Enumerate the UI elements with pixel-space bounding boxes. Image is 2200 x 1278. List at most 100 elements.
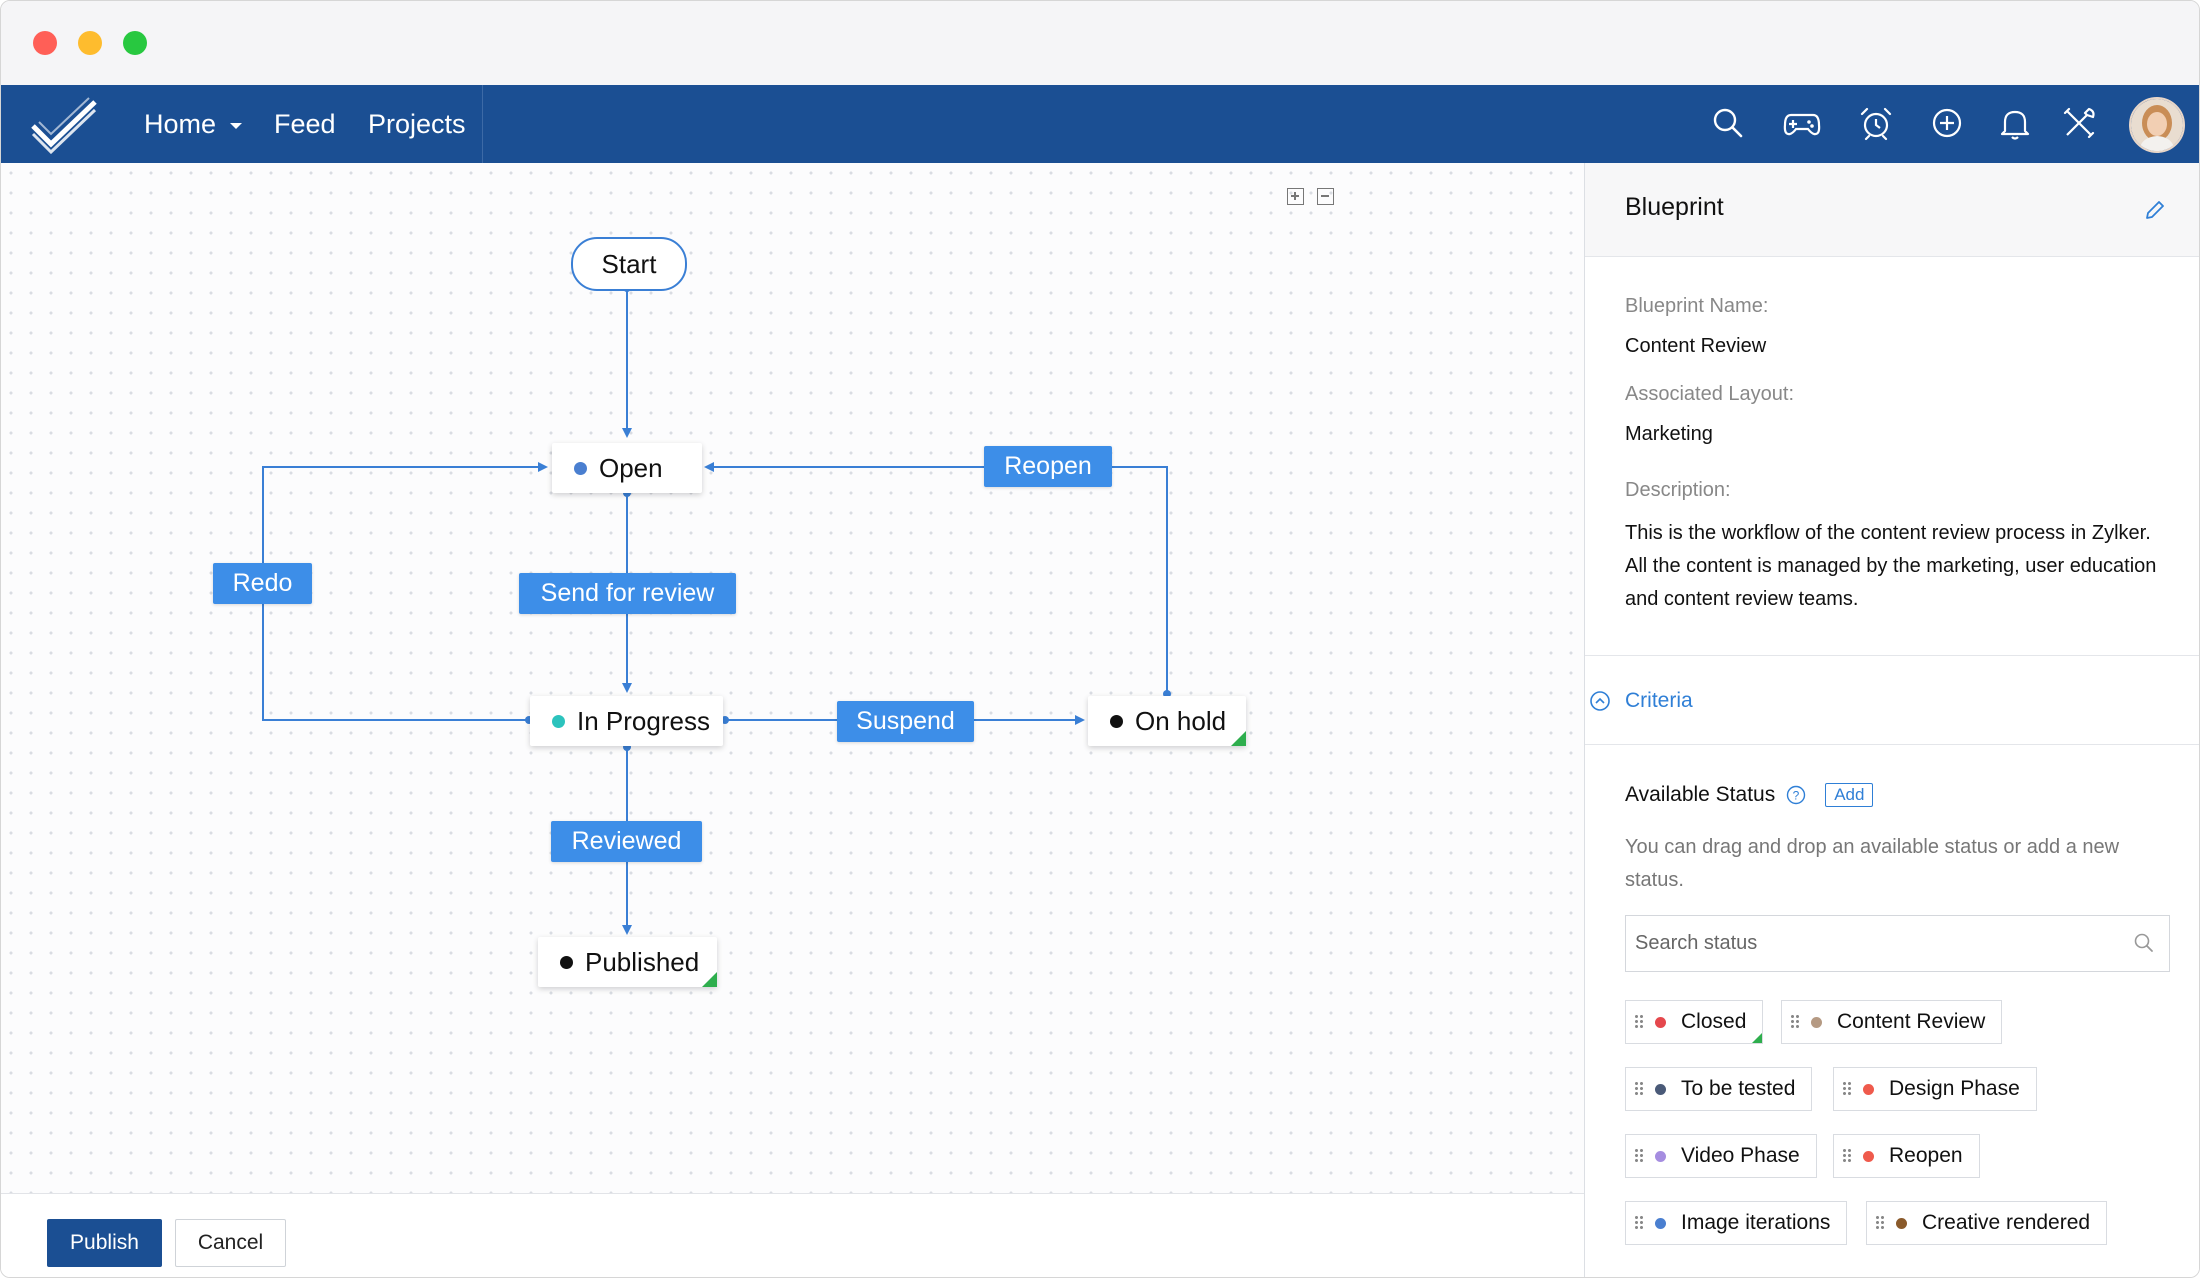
- end-state-flag: [1231, 731, 1246, 746]
- status-chip-label: Content Review: [1837, 1010, 1986, 1033]
- node-start[interactable]: Start: [571, 237, 687, 291]
- status-hint: You can drag and drop an available statu…: [1625, 836, 2120, 891]
- status-chip-label: To be tested: [1681, 1077, 1796, 1100]
- associated-layout-value: Marketing: [1625, 423, 1713, 445]
- status-chip-label: Closed: [1681, 1010, 1747, 1033]
- status-chip-label: Image iterations: [1681, 1211, 1831, 1234]
- search-icon[interactable]: [1708, 103, 1748, 143]
- blueprint-name-value: Content Review: [1625, 335, 1767, 357]
- panel-header: Blueprint: [1585, 163, 2199, 257]
- search-icon[interactable]: [2133, 932, 2155, 954]
- zoom-out-icon[interactable]: [1317, 188, 1334, 205]
- drag-handle-icon[interactable]: [1634, 1014, 1644, 1030]
- status-dot: [1655, 1217, 1666, 1229]
- bell-icon[interactable]: [1995, 103, 2035, 143]
- available-status-heading: Available Status ? Add: [1625, 783, 1874, 807]
- alarm-clock-icon[interactable]: [1856, 103, 1896, 143]
- add-circle-icon[interactable]: [1927, 103, 1967, 143]
- edit-pencil-icon[interactable]: [2143, 198, 2167, 222]
- publish-button[interactable]: Publish: [47, 1219, 162, 1267]
- drag-handle-icon[interactable]: [1634, 1081, 1644, 1097]
- transition-reopen[interactable]: Reopen: [984, 446, 1112, 487]
- end-state-flag: [1752, 1033, 1763, 1043]
- status-chip[interactable]: Content Review: [1781, 1000, 2003, 1044]
- search-status-input[interactable]: [1626, 916, 2117, 970]
- user-avatar[interactable]: [2129, 97, 2185, 153]
- transition-suspend[interactable]: Suspend: [837, 701, 974, 742]
- tools-icon[interactable]: [2059, 103, 2099, 143]
- transition-send-for-review[interactable]: Send for review: [519, 573, 736, 614]
- status-chip-label: Design Phase: [1889, 1077, 2020, 1100]
- divider: [1585, 744, 2199, 745]
- status-chip-label: Creative rendered: [1922, 1211, 2091, 1234]
- criteria-label: Criteria: [1625, 689, 1693, 712]
- status-chip[interactable]: Reopen: [1833, 1134, 1980, 1178]
- status-chip[interactable]: To be tested: [1625, 1067, 1813, 1111]
- status-dot: [560, 955, 573, 969]
- title-bar: [1, 1, 2199, 85]
- user-avatar-image: [2131, 99, 2183, 151]
- cancel-button[interactable]: Cancel: [175, 1219, 286, 1267]
- nav-divider: [482, 85, 483, 163]
- drag-handle-icon[interactable]: [1842, 1081, 1852, 1097]
- divider: [1585, 655, 2199, 656]
- status-dot: [1863, 1083, 1874, 1095]
- status-dot: [552, 714, 565, 728]
- node-on-hold[interactable]: On hold: [1088, 696, 1246, 746]
- search-status-field[interactable]: [1625, 915, 2170, 972]
- status-dot: [1811, 1016, 1822, 1028]
- criteria-toggle[interactable]: Criteria: [1589, 687, 1693, 715]
- status-dot: [1655, 1083, 1666, 1095]
- available-status-label: Available Status: [1625, 783, 1776, 806]
- node-published-label: Published: [585, 946, 700, 977]
- blueprint-canvas[interactable]: Start Open In Progress On hold Published…: [1, 163, 1584, 1193]
- nav-feed[interactable]: Feed: [274, 109, 336, 139]
- node-in-progress-label: In Progress: [577, 705, 710, 736]
- svg-text:?: ?: [1793, 789, 1800, 803]
- status-chip[interactable]: Image iterations: [1625, 1201, 1848, 1245]
- node-open-label: Open: [599, 452, 663, 483]
- chevron-up-circle-icon: [1590, 691, 1610, 711]
- help-icon[interactable]: ?: [1785, 784, 1807, 806]
- nav-projects[interactable]: Projects: [368, 109, 466, 139]
- status-chip[interactable]: Video Phase: [1625, 1134, 1817, 1178]
- nav-home[interactable]: Home: [144, 107, 244, 141]
- flow-connectors: [262, 284, 1171, 935]
- node-in-progress[interactable]: In Progress: [530, 696, 723, 746]
- node-open[interactable]: Open: [552, 443, 702, 493]
- description-label: Description:: [1625, 479, 1731, 501]
- transition-reviewed[interactable]: Reviewed: [551, 821, 702, 862]
- status-chip-label: Reopen: [1889, 1144, 1963, 1167]
- app-logo-icon[interactable]: [29, 94, 99, 154]
- drag-handle-icon[interactable]: [1790, 1014, 1800, 1030]
- drag-handle-icon[interactable]: [1842, 1148, 1852, 1164]
- associated-layout-label: Associated Layout:: [1625, 383, 1794, 405]
- add-status-button[interactable]: Add: [1825, 783, 1874, 807]
- transition-redo[interactable]: Redo: [213, 563, 312, 604]
- zoom-in-icon[interactable]: [1287, 188, 1304, 205]
- minimize-window-button[interactable]: [78, 31, 102, 55]
- status-chip[interactable]: Creative rendered: [1866, 1201, 2108, 1245]
- close-window-button[interactable]: [33, 31, 57, 55]
- node-on-hold-label: On hold: [1135, 705, 1227, 736]
- drag-handle-icon[interactable]: [1634, 1215, 1644, 1231]
- drag-handle-icon[interactable]: [1875, 1215, 1885, 1231]
- blueprint-panel: Blueprint Blueprint Name: Content Review…: [1584, 163, 2199, 1277]
- top-nav: Home Feed Projects: [1, 85, 2199, 163]
- gamepad-icon[interactable]: [1782, 103, 1822, 143]
- nav-home-label: Home: [144, 109, 217, 139]
- status-dot: [1655, 1150, 1666, 1162]
- drag-handle-icon[interactable]: [1634, 1148, 1644, 1164]
- footer-bar: Publish Cancel: [1, 1193, 1584, 1277]
- status-dot: [1863, 1150, 1874, 1162]
- end-state-flag: [702, 972, 717, 987]
- status-dot: [1896, 1217, 1907, 1229]
- node-published[interactable]: Published: [538, 937, 717, 987]
- status-chip[interactable]: Design Phase: [1833, 1067, 2037, 1111]
- maximize-window-button[interactable]: [123, 31, 147, 55]
- status-chip[interactable]: Closed: [1625, 1000, 1764, 1044]
- description-value: This is the workflow of the content revi…: [1625, 522, 2157, 610]
- status-dot: [574, 461, 587, 475]
- chevron-down-icon: [229, 122, 242, 129]
